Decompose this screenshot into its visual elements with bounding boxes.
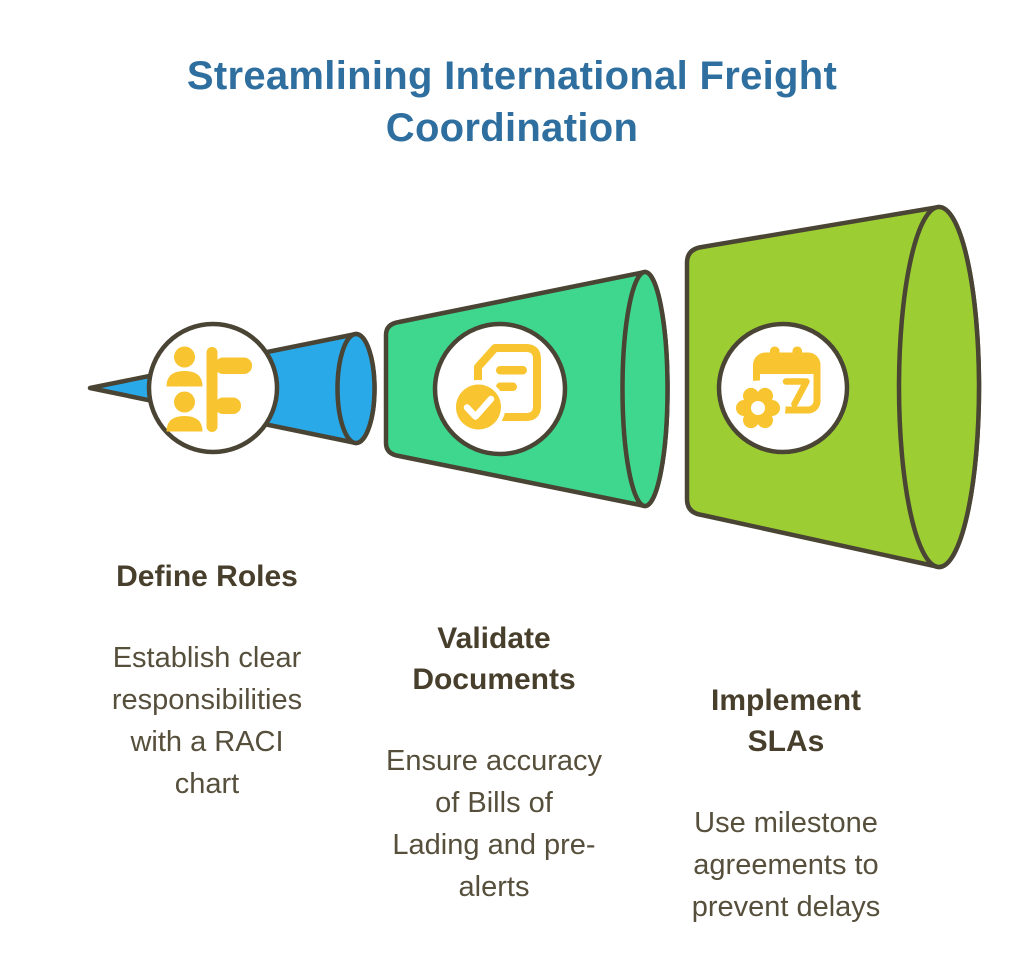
stage-description: Establish clear responsibilities with a …: [111, 642, 303, 800]
stage-heading: Implement SLAs: [710, 684, 862, 758]
stage-text-define-roles: Define Roles Establish clear responsibil…: [57, 538, 357, 823]
stage-text-validate-documents: Validate Documents Ensure accuracy of Bi…: [339, 600, 649, 926]
stage-icon-circle-3: [716, 321, 850, 455]
people-signpost-icon: [166, 346, 252, 432]
document-check-icon: [451, 344, 541, 434]
stage-description: Use milestone agreements to prevent dela…: [691, 807, 881, 923]
stage-description: Ensure accuracy of Bills of Lading and p…: [386, 745, 602, 903]
stage-text-implement-slas: Implement SLAs Use milestone agreements …: [631, 662, 941, 946]
stage-heading: Define Roles: [116, 560, 298, 593]
stage-heading: Validate Documents: [412, 622, 576, 696]
calendar-gear-icon: [730, 346, 821, 436]
page-title: Streamlining International Freight Coord…: [186, 54, 838, 150]
